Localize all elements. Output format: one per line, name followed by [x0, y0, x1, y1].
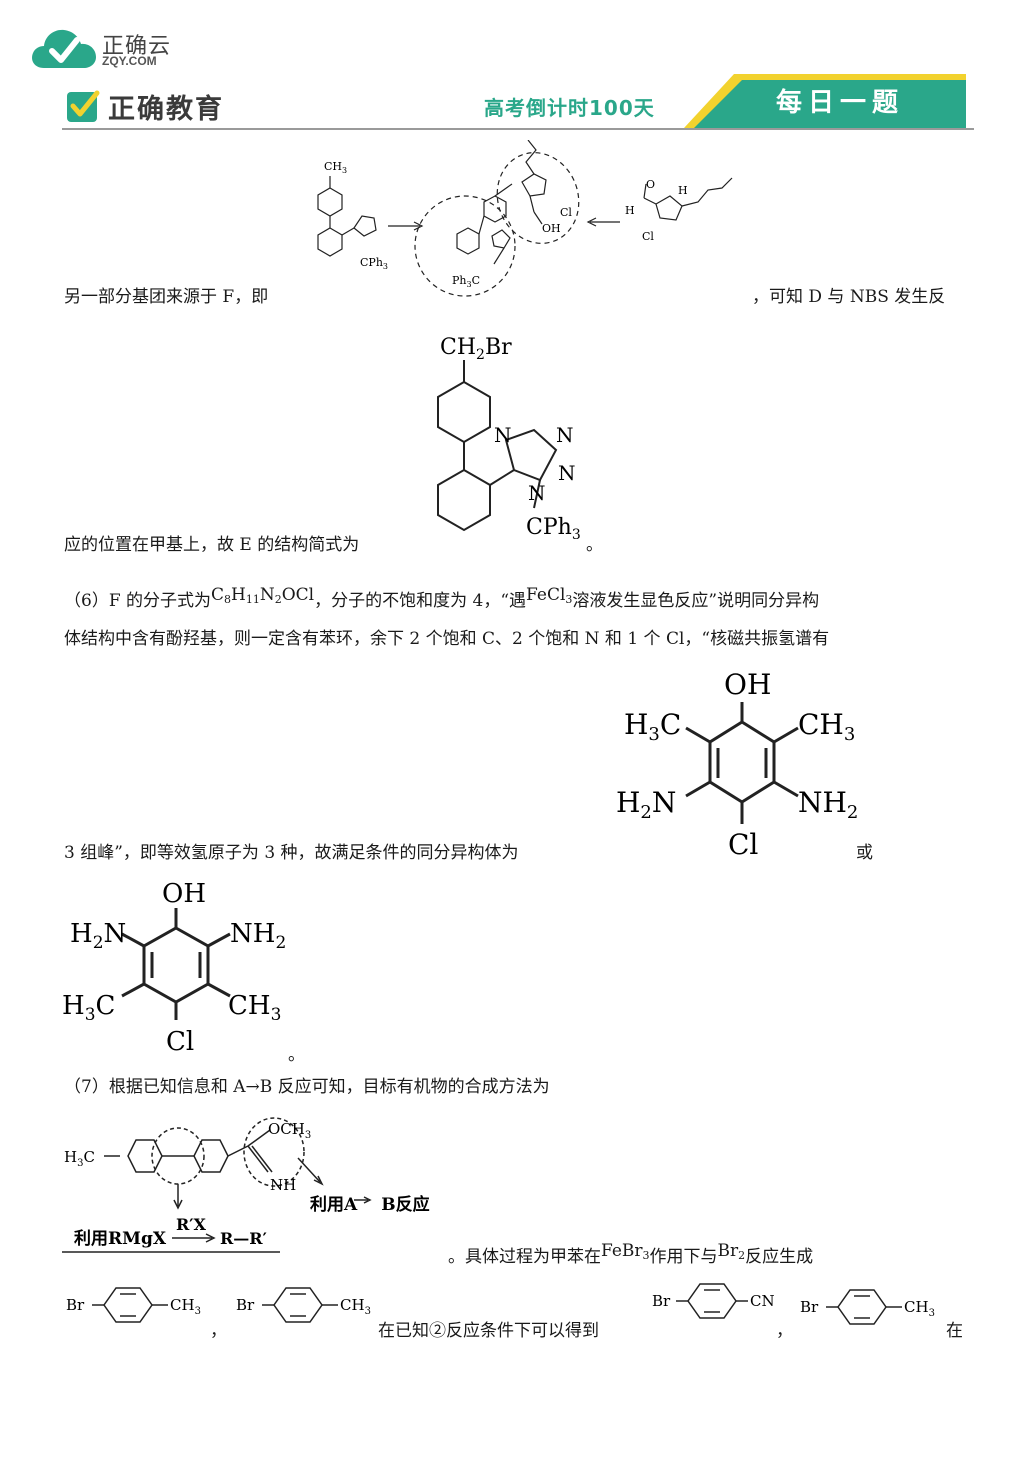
- n-label-2: N: [556, 423, 574, 447]
- para-3: （6）F 的分子式为C8H11N2OCl，分子的不饱和度为 4，“遇FeCl3溶…: [64, 585, 820, 611]
- h2n-label: H2N: [70, 919, 126, 953]
- cn-label: CN: [750, 1292, 775, 1310]
- bromotoluene-1: Br CH3: [66, 1287, 201, 1323]
- h3c-label: H3C: [62, 991, 115, 1025]
- para-8: 。具体过程为甲苯在FeBr3作用下与Br2反应生成: [448, 1241, 814, 1267]
- compound-e-figure: CH2Br N N N N CPh3: [437, 335, 581, 543]
- para-1-right: ，可知 D 与 NBS 发生反: [752, 287, 946, 307]
- rr-label: R—R′: [220, 1229, 267, 1248]
- ch3-label: CH3: [228, 991, 281, 1025]
- logo-domain: ZQY.COM: [102, 54, 157, 68]
- nh2-label: NH2: [798, 786, 858, 823]
- ph3c-label: Ph3C: [452, 274, 480, 289]
- banner-ribbon: [684, 74, 966, 128]
- h3c-label: H3C: [64, 1148, 95, 1169]
- o-label: O: [646, 178, 655, 191]
- rx-label: R′X: [176, 1215, 207, 1234]
- isomer-1-figure: OH H3C CH3 H2N NH2 Cl: [616, 668, 858, 861]
- para-2-end: 。: [586, 535, 603, 555]
- use-rmgx-label: 利用RMgX: [74, 1228, 167, 1249]
- para-5: 3 组峰”，即等效氢原子为 3 种，故满足条件的同分异构体为: [64, 843, 519, 863]
- oh-label: OH: [724, 668, 771, 701]
- countdown-text: 高考倒计时100天: [484, 96, 655, 120]
- para-5-or: 或: [856, 843, 873, 863]
- para-9-end: 在: [946, 1321, 963, 1341]
- logo-name: 正确云: [102, 34, 172, 59]
- nh-label: H: [678, 184, 688, 197]
- ch3-label: CH3: [170, 1296, 201, 1317]
- brand-title: 正确教育: [66, 86, 224, 126]
- para-7: （7）根据已知信息和 A→B 反应可知，目标有机物的合成方法为: [64, 1077, 550, 1097]
- ch3-label: CH3: [798, 708, 855, 745]
- nh-label: NH: [270, 1176, 296, 1194]
- cloud-check-icon: [32, 29, 96, 68]
- para-4: 体结构中含有酚羟基，则一定含有苯环，余下 2 个饱和 C、2 个饱和 N 和 1…: [64, 629, 830, 649]
- bromotoluene-3: Br CH3: [800, 1289, 935, 1325]
- oh-label: OH: [162, 879, 206, 909]
- br-label: Br: [800, 1298, 819, 1316]
- br-label: Br: [66, 1296, 85, 1314]
- h3c-label: H3C: [624, 708, 681, 745]
- para-2: 应的位置在甲基上，故 E 的结构简式为: [64, 535, 360, 555]
- para-1-left: 另一部分基团来源于 F，即: [64, 287, 269, 307]
- ch3-label: CH3: [904, 1298, 935, 1319]
- brand-text: 正确教育: [108, 93, 224, 125]
- bromobenzonitrile: Br CN: [652, 1283, 775, 1319]
- cl-label-right: Cl: [642, 230, 654, 243]
- retro-scheme-figure: CH3 CPh3 Ph3C Cl OH H O Cl H: [317, 140, 733, 297]
- ch3-label: CH3: [340, 1296, 371, 1317]
- n-label-1: N: [494, 423, 512, 447]
- oh-label: OH: [542, 222, 561, 235]
- n-label-3: N: [558, 461, 576, 485]
- para-6-end: 。: [288, 1045, 305, 1065]
- h-label: H: [625, 204, 635, 217]
- n-label-4: N: [528, 481, 546, 505]
- br-label: Br: [652, 1292, 671, 1310]
- isomer-2-figure: OH H2N NH2 H3C CH3 Cl: [62, 879, 286, 1057]
- banner-text: 每日一题: [776, 88, 905, 118]
- cl-label: Cl: [166, 1027, 194, 1057]
- para-9-comma-1: ，: [210, 1321, 227, 1341]
- ch2br-label: CH2Br: [440, 335, 512, 363]
- bromotoluene-2: Br CH3: [236, 1287, 371, 1323]
- cl-label: Cl: [560, 206, 572, 219]
- para-9-mid: 在已知②反应条件下可以得到: [378, 1321, 599, 1341]
- para-9-comma-2: ，: [776, 1321, 793, 1341]
- check-box-icon: [67, 90, 100, 122]
- methyl-label: CH3: [324, 160, 347, 175]
- och3-label: OCH3: [268, 1120, 311, 1141]
- cph3-label: CPh3: [360, 256, 388, 271]
- cl-label: Cl: [728, 828, 758, 861]
- header-divider: [62, 128, 974, 130]
- h2n-label: H2N: [616, 786, 676, 823]
- zqy-logo: 正确云 ZQY.COM: [30, 24, 190, 76]
- nh2-label: NH2: [230, 919, 286, 953]
- br-label: Br: [236, 1296, 255, 1314]
- cph3-label-e: CPh3: [526, 515, 581, 543]
